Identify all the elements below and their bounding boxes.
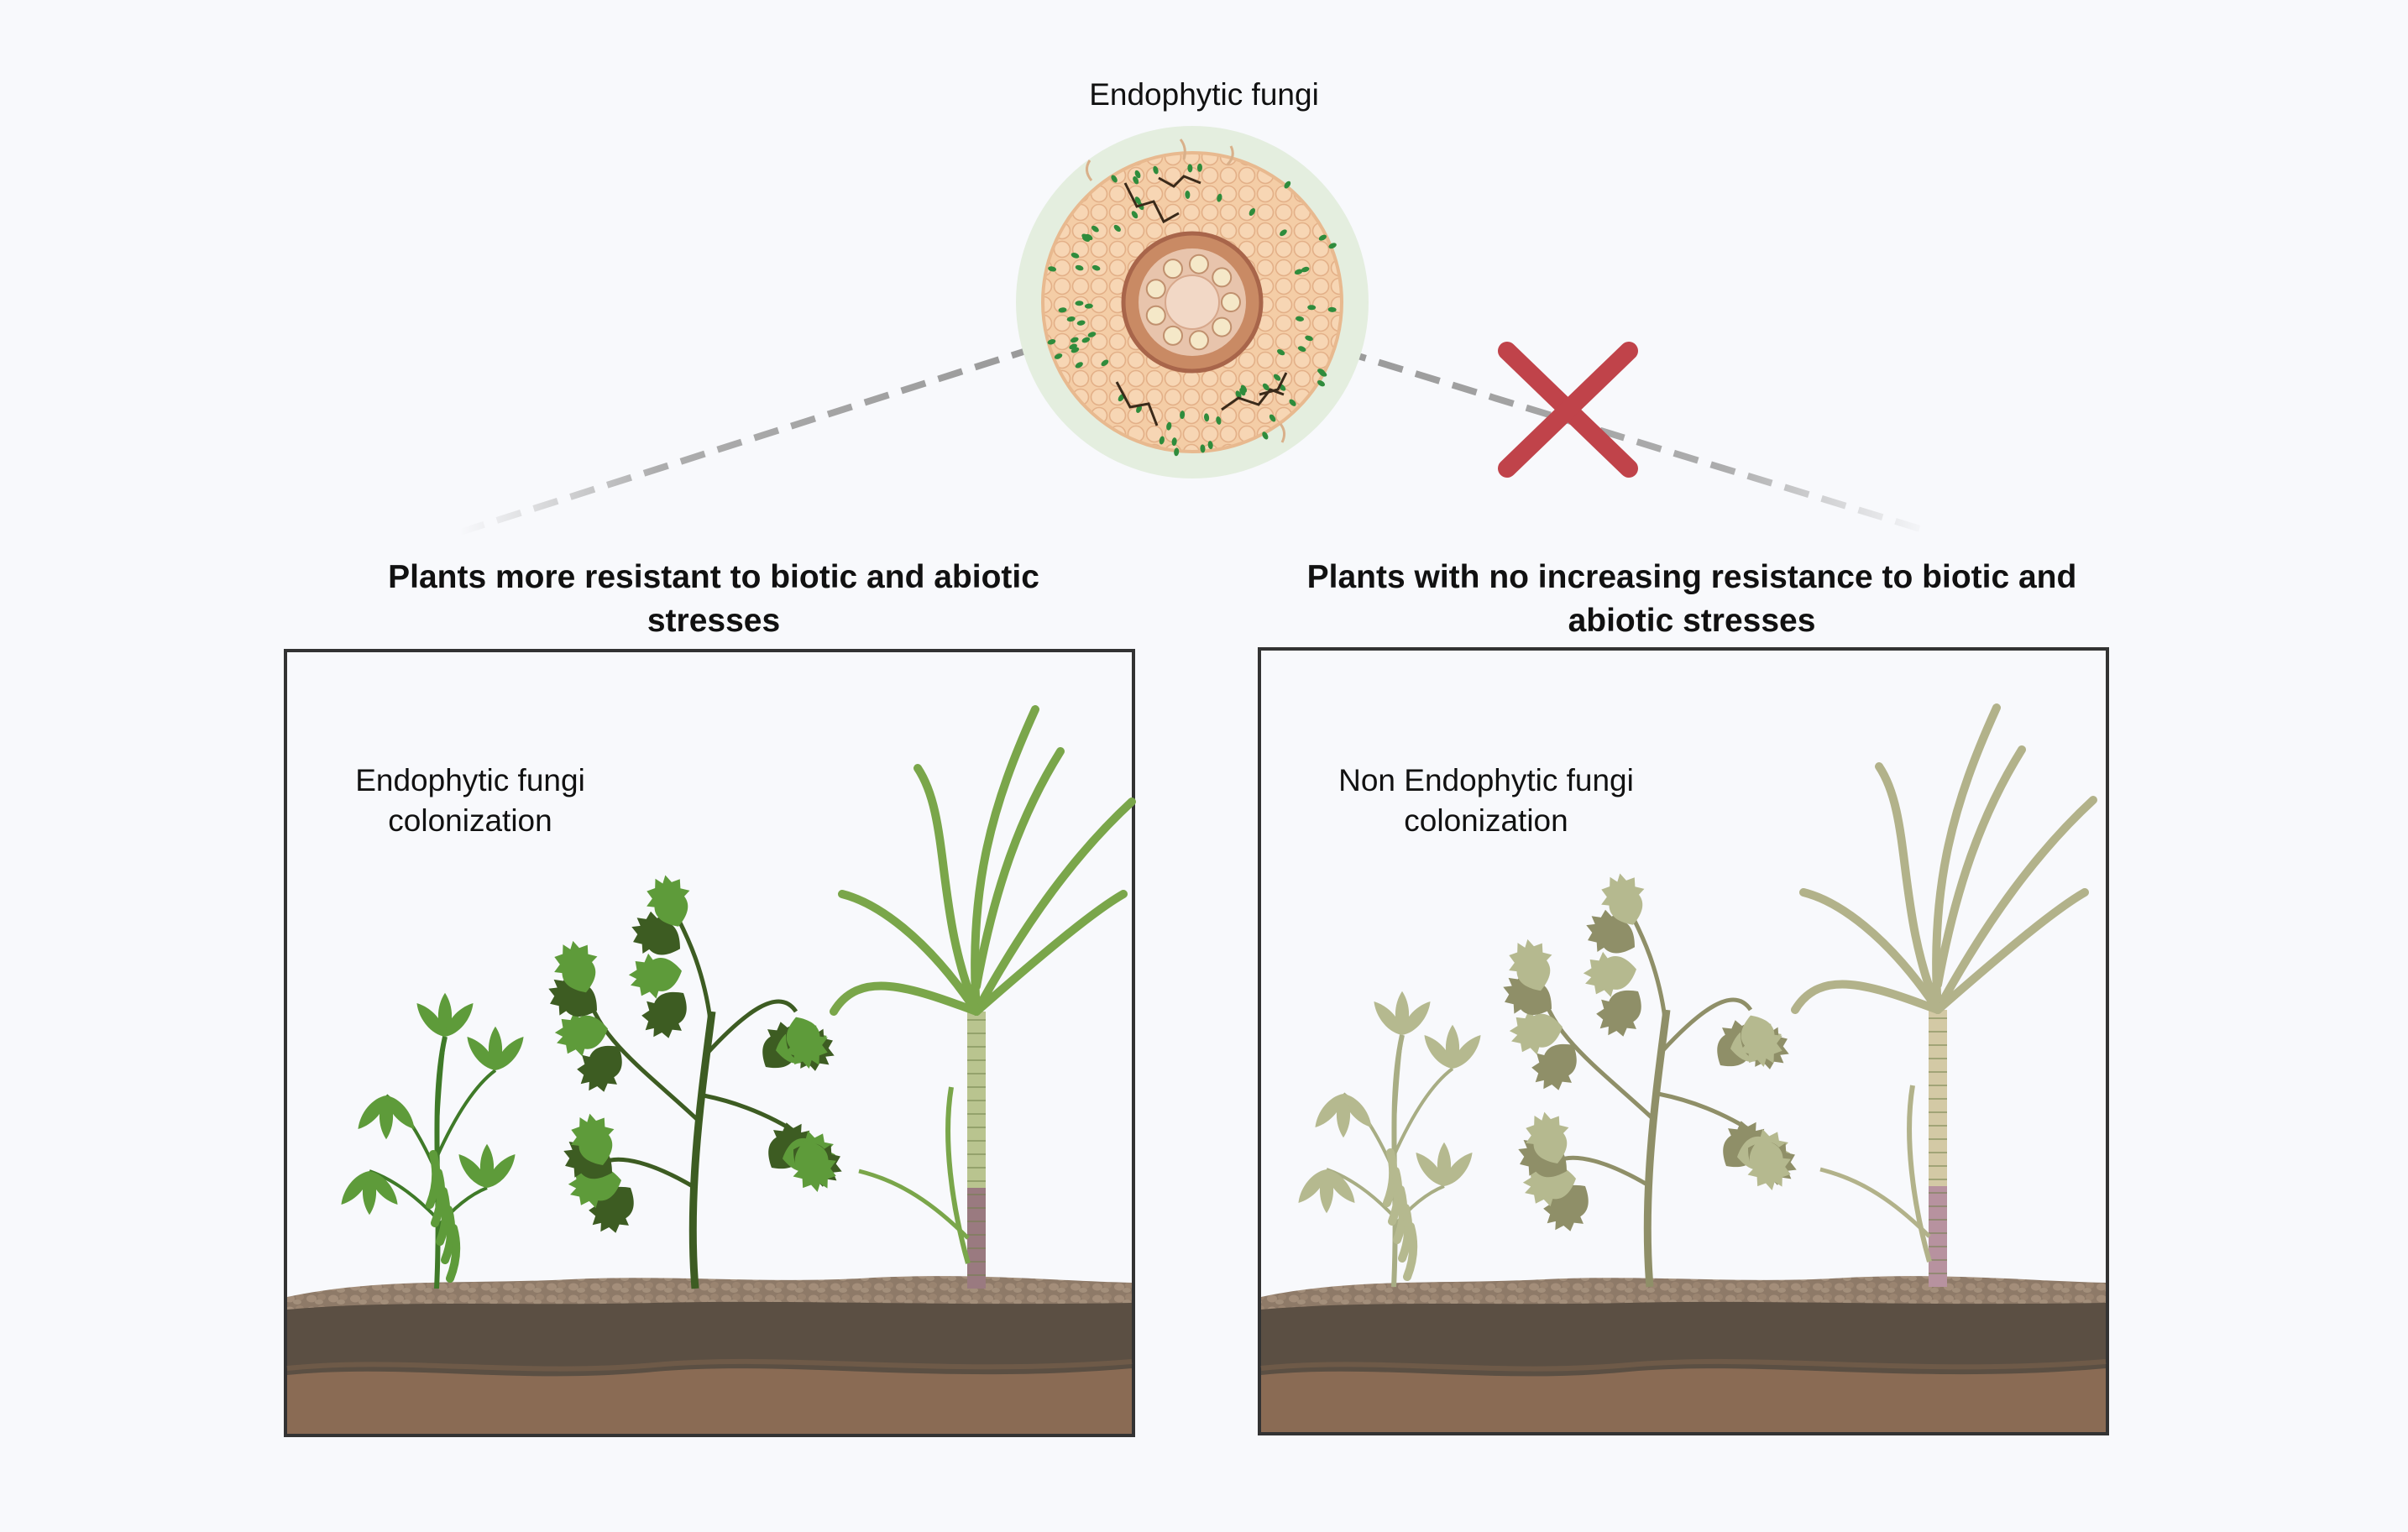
cross-mark-icon [1498, 342, 1638, 478]
sugarcane-plant-icon [830, 705, 1136, 1289]
connector-line-left [458, 348, 1028, 536]
right-caption-line-1: Non Endophytic fungi [1338, 763, 1634, 797]
soybean-plant-icon [336, 992, 529, 1289]
right-panel-caption: Non Endophytic fungi colonization [1310, 761, 1662, 841]
left-caption-line-1: Endophytic fungi [355, 763, 585, 797]
right-heading-line-2: abiotic stresses [1568, 603, 1816, 639]
endophytic-fungi-label: Endophytic fungi [1089, 77, 1319, 112]
left-panel-caption: Endophytic fungi colonization [319, 761, 621, 841]
tomato-plant-icon [1494, 867, 1806, 1288]
soybean-plant-icon [1293, 991, 1486, 1288]
right-caption-line-2: colonization [1404, 803, 1568, 838]
tomato-plant-icon [539, 869, 851, 1289]
root-cross-section-icon [1016, 126, 1369, 478]
connector-line-right [1340, 348, 1933, 536]
right-panel-heading: Plants with no increasing resistance to … [1297, 556, 2086, 643]
left-heading-line-1: Plants more resistant to biotic and abio… [388, 559, 1039, 595]
right-heading-line-1: Plants with no increasing resistance to … [1306, 559, 2077, 595]
left-caption-line-2: colonization [388, 803, 552, 838]
left-panel-heading: Plants more resistant to biotic and abio… [369, 556, 1058, 643]
left-heading-line-2: stresses [646, 603, 781, 639]
sugarcane-plant-icon [1791, 703, 2097, 1287]
